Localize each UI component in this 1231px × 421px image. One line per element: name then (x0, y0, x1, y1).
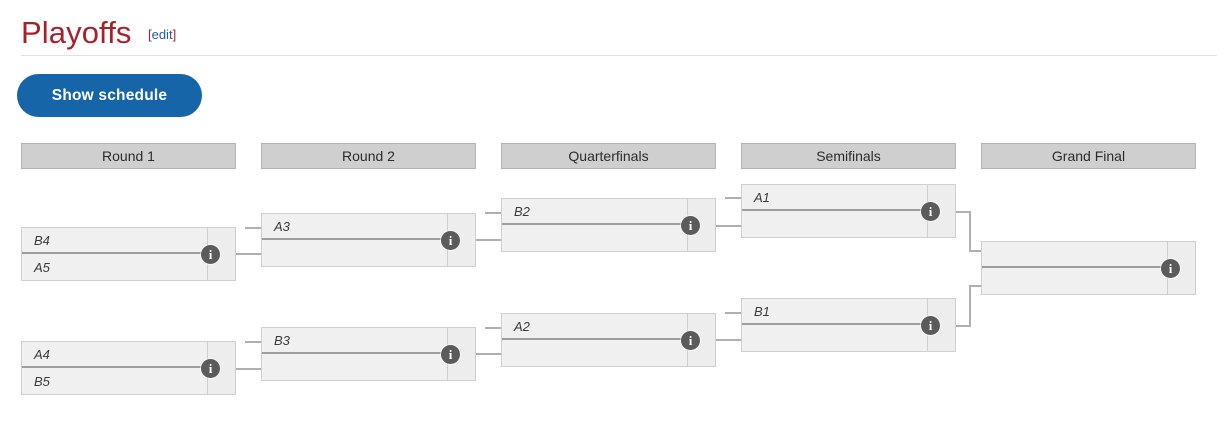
connector-seed-qfm1-top (485, 212, 501, 214)
match-r1-m1-bottom-opponent: A5 (22, 254, 235, 280)
edit-link-text[interactable]: edit (151, 27, 173, 42)
info-icon[interactable]: i (921, 202, 940, 221)
round-header-round-1: Round 1 (21, 143, 236, 169)
connector-sfm1-vertical (969, 211, 971, 252)
connector-gf-top-in (969, 250, 981, 252)
opponent-name: A5 (34, 259, 50, 275)
connector-seed-r2m2-top (245, 341, 261, 343)
connector-qfm1-to-sfm1 (716, 225, 741, 227)
show-schedule-button[interactable]: Show schedule (17, 74, 202, 117)
match-sf-m1-top-opponent: A1 (742, 185, 955, 211)
opponent-name: B1 (754, 303, 770, 319)
info-icon[interactable]: i (921, 316, 940, 335)
match-qf-m2-top-opponent: A2 (502, 314, 715, 340)
match-qf-m1-top-opponent: B2 (502, 199, 715, 225)
opponent-name: A3 (274, 218, 290, 234)
round-header-grand-final: Grand Final (981, 143, 1196, 169)
title-divider (21, 55, 1217, 56)
opponent-name: A1 (754, 189, 770, 205)
match-r2-m2[interactable]: B3 i (261, 327, 476, 381)
info-icon[interactable]: i (681, 216, 700, 235)
connector-sfm2-vertical (969, 285, 971, 327)
match-sf-m2[interactable]: B1 i (741, 298, 956, 352)
edit-bracket-close: ] (172, 27, 177, 42)
match-r1-m1-top-opponent: B4 (22, 228, 235, 254)
edit-bracket-open: [ (147, 27, 152, 42)
connector-seed-sfm2-top (725, 312, 741, 314)
match-gf-m1-top-opponent (982, 242, 1195, 268)
opponent-name: B5 (34, 373, 50, 389)
info-icon[interactable]: i (441, 231, 460, 250)
info-icon[interactable]: i (1161, 259, 1180, 278)
match-r1-m2-top-opponent: A4 (22, 342, 235, 368)
match-r2-m2-top-opponent: B3 (262, 328, 475, 354)
match-r1-m2-bottom-opponent: B5 (22, 368, 235, 394)
round-header-semifinals: Semifinals (741, 143, 956, 169)
page-title: Playoffs (21, 15, 132, 50)
info-icon[interactable]: i (681, 331, 700, 350)
opponent-name: B4 (34, 232, 50, 248)
connector-r2m1-to-qfm1 (476, 239, 501, 241)
connector-sfm2-out (956, 325, 971, 327)
match-r2-m1-top-opponent: A3 (262, 214, 475, 240)
connector-r2m2-to-qfm2 (476, 353, 501, 355)
connector-r1m2-to-r2m2 (236, 368, 261, 370)
match-sf-m2-top-opponent: B1 (742, 299, 955, 325)
opponent-name: A2 (514, 318, 530, 334)
connector-seed-qfm2-top (485, 327, 501, 329)
match-r2-m1[interactable]: A3 i (261, 213, 476, 267)
connector-r1m1-to-r2m1 (236, 253, 261, 255)
info-icon[interactable]: i (441, 345, 460, 364)
match-qf-m1[interactable]: B2 i (501, 198, 716, 252)
match-r1-m1[interactable]: B4 A5 i (21, 227, 236, 281)
round-header-round-2: Round 2 (261, 143, 476, 169)
page-header: Playoffs [edit] (21, 14, 1217, 58)
opponent-name: B2 (514, 203, 530, 219)
connector-seed-r2m1-top (245, 227, 261, 229)
connector-qfm2-to-sfm2 (716, 339, 741, 341)
info-icon[interactable]: i (201, 359, 220, 378)
info-icon[interactable]: i (201, 245, 220, 264)
match-sf-m1[interactable]: A1 i (741, 184, 956, 238)
round-header-quarterfinals: Quarterfinals (501, 143, 716, 169)
connector-gf-bottom-in (969, 285, 981, 287)
connector-sfm1-out (956, 211, 971, 213)
opponent-name: A4 (34, 346, 50, 362)
edit-section-link[interactable]: [edit] (148, 27, 176, 42)
match-r1-m2[interactable]: A4 B5 i (21, 341, 236, 395)
match-gf-m1[interactable]: i (981, 241, 1196, 295)
opponent-name: B3 (274, 332, 290, 348)
match-qf-m2[interactable]: A2 i (501, 313, 716, 367)
connector-seed-sfm1-top (725, 197, 741, 199)
